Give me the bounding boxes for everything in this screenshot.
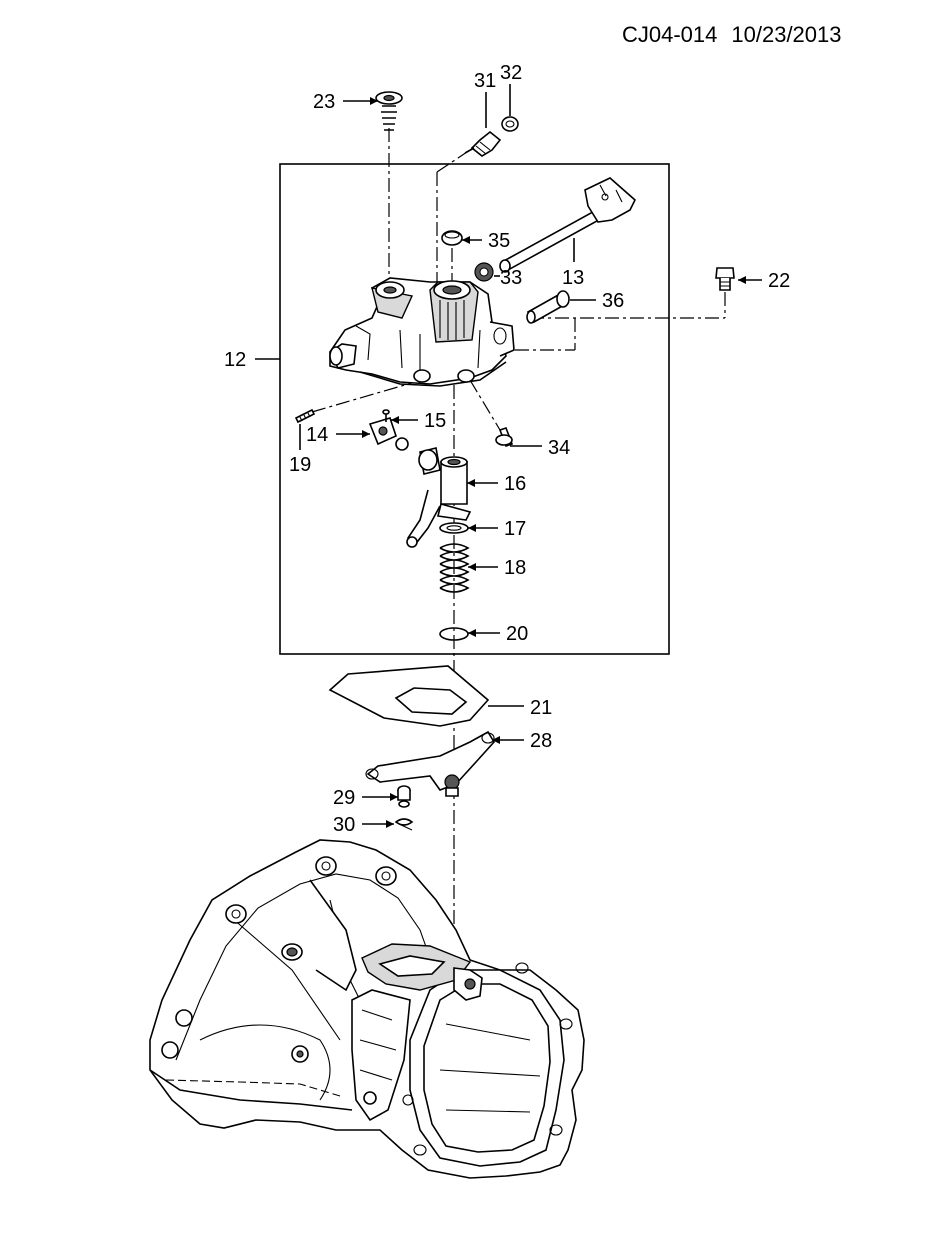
- part-31-breather: [464, 130, 502, 157]
- part-33-seal: [474, 262, 494, 282]
- part-13-shift-shaft: [499, 177, 636, 273]
- assembly-12-frame: [279, 163, 670, 655]
- part-21-gasket: [328, 665, 490, 727]
- part-22-bolt: [715, 267, 735, 291]
- leader-arrowheads: [362, 97, 746, 828]
- callout-17: 17: [504, 518, 526, 540]
- callout-22: 22: [768, 270, 790, 292]
- part-23-bolt: [375, 91, 403, 131]
- transaxle-case: [149, 839, 585, 1179]
- part-36-pin: [526, 290, 570, 324]
- callout-23: 23: [313, 91, 335, 113]
- callout-35: 34: [548, 437, 570, 459]
- callout-31: 31: [474, 70, 496, 92]
- callout-32: 32: [500, 62, 522, 84]
- part-18-spring: [439, 543, 470, 593]
- part-28-lever: [365, 730, 495, 797]
- part-19-pin: [294, 408, 316, 424]
- shift-housing: [328, 277, 515, 387]
- callout-21: 21: [530, 697, 552, 719]
- callout-15: 15: [424, 410, 446, 432]
- callout-36: 36: [602, 290, 624, 312]
- part-15-pin: [382, 409, 390, 422]
- part-16-finger: [406, 447, 472, 548]
- callout-12: 12: [224, 349, 246, 371]
- part-20-snap-ring: [439, 627, 469, 641]
- part-30-clip: [394, 818, 414, 831]
- callout-34: 35: [488, 230, 510, 252]
- part-34-plug: [441, 230, 463, 246]
- callout-18: 18: [504, 557, 526, 579]
- part-14-block: [368, 417, 409, 451]
- callout-19: 19: [289, 454, 311, 476]
- diagram-date: 10/23/2013: [731, 22, 842, 47]
- callout-30: 30: [333, 814, 355, 836]
- callout-14: 14: [306, 424, 328, 446]
- part-32-cap: [501, 116, 519, 132]
- part-35-pin: [495, 426, 514, 448]
- callout-13: 13: [562, 267, 584, 289]
- callout-29: 29: [333, 787, 355, 809]
- part-29-bolt: [397, 785, 411, 808]
- callout-16: 16: [504, 473, 526, 495]
- diagram-code: CJ04-014: [622, 22, 718, 47]
- callout-20: 20: [506, 623, 528, 645]
- callout-33: 33: [500, 267, 522, 289]
- diagram-header: CJ04-014 10/23/2013: [622, 22, 856, 48]
- leader-lines: [255, 84, 762, 825]
- part-17-washer: [439, 522, 469, 534]
- callout-28: 28: [530, 730, 552, 752]
